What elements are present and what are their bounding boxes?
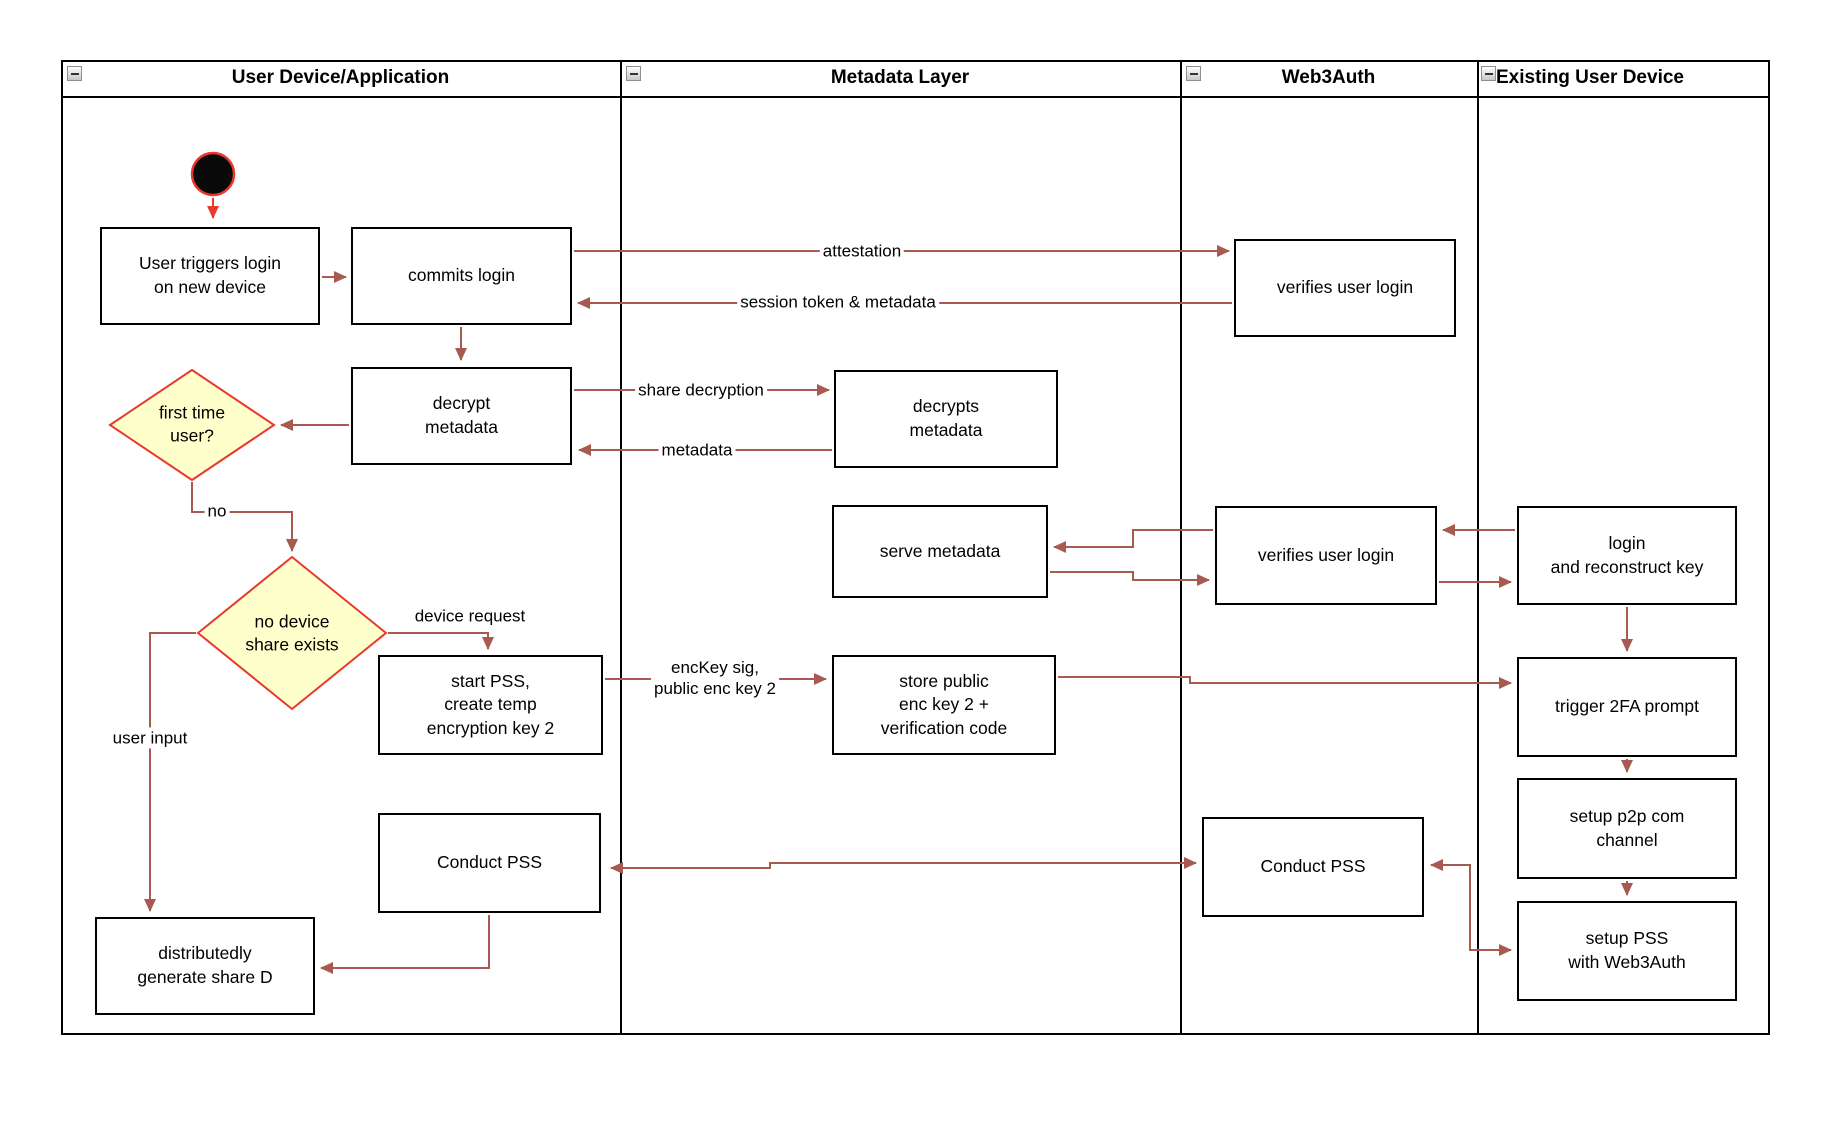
node-verifies-user-login-2[interactable]: verifies user login [1215,506,1437,605]
edge-label-no: no [204,500,230,522]
decision-label: no device share exists [245,611,339,654]
edge-label-session-token: session token & metadata [737,291,939,313]
node-setup-p2p[interactable]: setup p2p com channel [1517,778,1737,879]
lane-divider-3 [1477,60,1479,1035]
decision-label: first time user? [158,402,226,445]
node-decrypt-metadata[interactable]: decrypt metadata [351,367,572,465]
node-setup-pss-web3auth[interactable]: setup PSS with Web3Auth [1517,901,1737,1001]
lane-header-web3auth[interactable]: Web3Auth [1182,60,1475,96]
lane-title-text: Existing User Device [1496,67,1684,88]
node-commits-login[interactable]: commits login [351,227,572,325]
node-decrypts-metadata[interactable]: decrypts metadata [834,370,1058,468]
collapse-minus-icon[interactable] [626,66,641,81]
node-distributedly-generate[interactable]: distributedly generate share D [95,917,315,1015]
lane-title-text: Metadata Layer [830,67,970,88]
header-divider [61,96,1770,98]
lane-title-text: User Device/Application [231,67,450,88]
edge-label-user-input: user input [109,727,191,749]
lane-header-user-device[interactable]: User Device/Application [63,60,618,96]
edge-label-enckey: encKey sig, public enc key 2 [651,656,779,700]
lane-divider-1 [620,60,622,1035]
node-serve-metadata[interactable]: serve metadata [832,505,1048,598]
edge-label-metadata: metadata [658,439,736,461]
lane-divider-2 [1180,60,1182,1035]
node-store-public-enc-key[interactable]: store public enc key 2 + verification co… [832,655,1056,755]
lane-header-existing-device[interactable]: Existing User Device [1496,60,1746,96]
edge-label-attestation: attestation [819,240,905,262]
node-start-pss[interactable]: start PSS, create temp encryption key 2 [378,655,603,755]
swimlane-frame [61,60,1770,1035]
collapse-minus-icon[interactable] [67,66,82,81]
collapse-minus-icon[interactable] [1481,66,1496,81]
edge-label-share-decryption: share decryption [635,379,767,401]
node-conduct-pss-web3auth[interactable]: Conduct PSS [1202,817,1424,917]
node-conduct-pss-user[interactable]: Conduct PSS [378,813,601,913]
lane-header-metadata-layer[interactable]: Metadata Layer [622,60,1178,96]
collapse-minus-icon[interactable] [1186,66,1201,81]
node-trigger-2fa[interactable]: trigger 2FA prompt [1517,657,1737,757]
node-login-reconstruct-key[interactable]: login and reconstruct key [1517,506,1737,605]
node-verifies-user-login-1[interactable]: verifies user login [1234,239,1456,337]
edge-label-device-request: device request [411,605,529,627]
lane-title-text: Web3Auth [1281,67,1376,88]
node-user-triggers-login[interactable]: User triggers login on new device [100,227,320,325]
